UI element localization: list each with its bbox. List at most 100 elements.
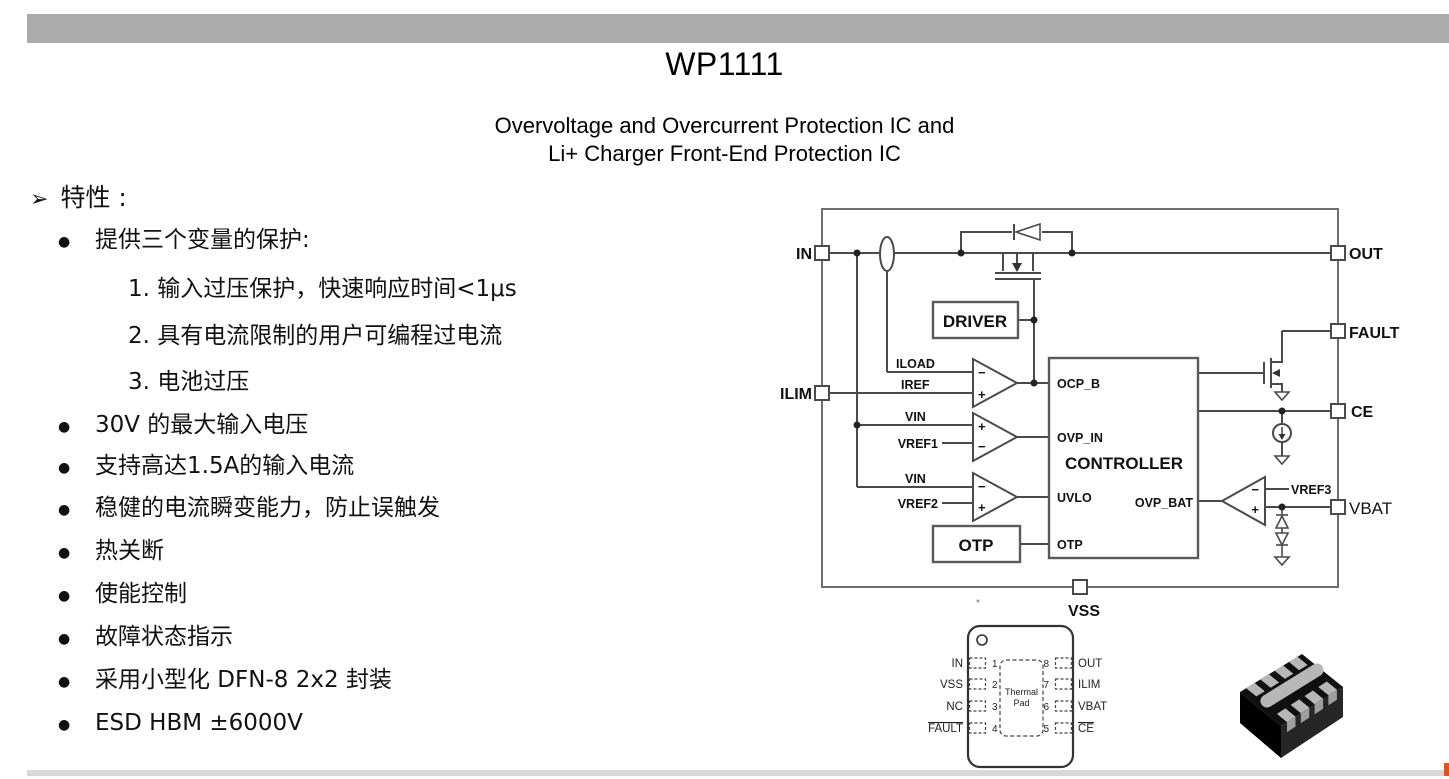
pin-name-out: OUT [1078, 658, 1102, 670]
otp-port: OTP [1057, 538, 1083, 552]
feature-text: 提供三个变量的保护: [95, 227, 310, 253]
subtitle-line-1: Overvoltage and Overcurrent Protection I… [494, 113, 955, 138]
iload-label: ILOAD [896, 357, 935, 371]
bullet-icon: ● [58, 717, 71, 733]
svg-text:5: 5 [1043, 724, 1049, 735]
ovp-comparator: + − [972, 411, 1020, 463]
bullet-icon: ● [58, 588, 71, 604]
svg-text:8: 8 [1043, 659, 1049, 670]
plus-sign: + [1251, 502, 1259, 517]
driver-block [931, 300, 1020, 340]
pin-name-in: IN [952, 658, 964, 670]
iref-label: IREF [901, 378, 930, 392]
bottom-divider-bar [27, 770, 1449, 776]
otp-label: OTP [959, 536, 994, 555]
feature-subitem: 3. 电池过压 [128, 367, 249, 397]
ocp-b-port: OCP_B [1057, 377, 1100, 391]
page-corner-accent [1444, 763, 1449, 776]
in-pin-label: IN [796, 246, 812, 263]
vbat-comparator: − + [1219, 475, 1266, 527]
pin-name-ilim: ILIM [1078, 679, 1100, 691]
subtitle-line-2: Li+ Charger Front-End Protection IC [548, 141, 901, 166]
feature-item: ●支持高达1.5A的输入电流 [58, 451, 354, 483]
pin-names: IN VSS NC FAULT OUT ILIM VBAT CE [928, 658, 1107, 735]
feature-text: 2. 具有电流限制的用户可编程过电流 [128, 323, 503, 349]
feature-subitem: 2. 具有电流限制的用户可编程过电流 [128, 321, 502, 351]
thermal-pad-label-2: Pad [1013, 698, 1029, 708]
current-sense-element [879, 236, 895, 272]
pass-mosfet [995, 253, 1041, 280]
plus-sign: + [978, 500, 986, 515]
pin-name-ce: CE [1078, 723, 1094, 735]
plus-sign: + [978, 387, 986, 402]
fault-pin-pad [1330, 323, 1346, 339]
features-heading-text: 特性 : [60, 183, 127, 212]
out-pin-label: OUT [1349, 246, 1383, 263]
svg-text:4: 4 [992, 724, 998, 735]
driver-label: DRIVER [943, 312, 1007, 331]
pin-name-vss: VSS [940, 679, 963, 691]
bullet-icon: ● [58, 674, 71, 690]
ce-pin-label: CE [1351, 404, 1374, 421]
feature-text: 3. 电池过压 [128, 369, 250, 395]
top-divider-bar [27, 14, 1449, 43]
feature-text: 使能控制 [95, 581, 187, 607]
vss-pin-label: VSS [1068, 603, 1100, 620]
vbat-clamp-diodes [1273, 507, 1291, 567]
feature-item: ● ESD HBM ±6000V [58, 708, 303, 740]
feature-item: ●故障状态指示 [58, 622, 233, 654]
features-heading: ➢特性 : [30, 178, 127, 214]
thermal-pad [999, 659, 1044, 737]
plus-sign: + [978, 419, 986, 434]
bullet-icon: ● [58, 631, 71, 647]
feature-item: ●30V 的最大输入电压 [58, 410, 308, 442]
ilim-pin-pad [814, 385, 830, 401]
ce-pin-pad [1330, 403, 1346, 419]
bullet-icon: ● [58, 460, 71, 476]
vin-label: VIN [905, 472, 926, 486]
pin-pads [968, 657, 1073, 734]
fault-nmos [1263, 331, 1291, 402]
thermal-pad-label-1: Thermal [1005, 687, 1038, 697]
feature-text: 30V 的最大输入电压 [95, 412, 309, 438]
pin1-indicator-icon [976, 634, 988, 646]
bypass-diode [1013, 222, 1041, 242]
ce-current-source [1272, 411, 1292, 466]
feature-item: ● 使能控制 [58, 579, 187, 611]
feature-item: ●稳健的电流瞬变能力，防止误触发 [58, 493, 440, 525]
in-pin-pad [814, 245, 830, 261]
minus-sign: − [978, 479, 986, 494]
dfn8-package-3d [1240, 654, 1343, 758]
svg-text:2: 2 [992, 680, 998, 691]
feature-text: ESD HBM ±6000V [95, 710, 303, 736]
minus-sign: − [978, 365, 986, 380]
pin-numbers: 1 2 3 4 8 7 6 5 [992, 659, 1049, 735]
package-3d-image [1240, 654, 1343, 758]
vbat-pin-pad [1330, 499, 1346, 515]
ovp-in-port: OVP_IN [1057, 431, 1103, 445]
pinout-diagram: Thermal Pad 1 2 3 4 8 7 6 5 IN VSS NC FA… [928, 624, 1107, 769]
svg-text:7: 7 [1043, 680, 1049, 691]
controller-label: CONTROLLER [1065, 454, 1183, 473]
diagram-pin-pads [814, 245, 1346, 595]
bullet-icon: ● [58, 502, 71, 518]
block-diagram: DRIVER − + + − − + ILOAD IREF VIN VREF1 … [780, 208, 1400, 620]
ocp-comparator: − + [972, 357, 1020, 409]
vin-label: VIN [905, 410, 926, 424]
uvlo-port: UVLO [1057, 491, 1092, 505]
fault-pin-label: FAULT [1349, 325, 1400, 342]
page-title: WP1111 [665, 46, 784, 82]
ilim-pin-label: ILIM [780, 386, 812, 403]
vref1-label: VREF1 [898, 437, 938, 451]
pin-name-vbat: VBAT [1078, 701, 1107, 713]
feature-subitem: 1. 输入过压保护，快速响应时间<1μs [128, 274, 517, 304]
otp-block [931, 524, 1022, 564]
bullet-icon: ● [58, 234, 71, 250]
uvlo-comparator: − + [972, 471, 1020, 523]
page-subtitle: Overvoltage and Overcurrent Protection I… [0, 112, 1449, 168]
junction-dots [853, 249, 1286, 603]
minus-sign: − [978, 439, 986, 454]
svg-text:6: 6 [1043, 702, 1049, 713]
vref3-label: VREF3 [1291, 483, 1331, 497]
